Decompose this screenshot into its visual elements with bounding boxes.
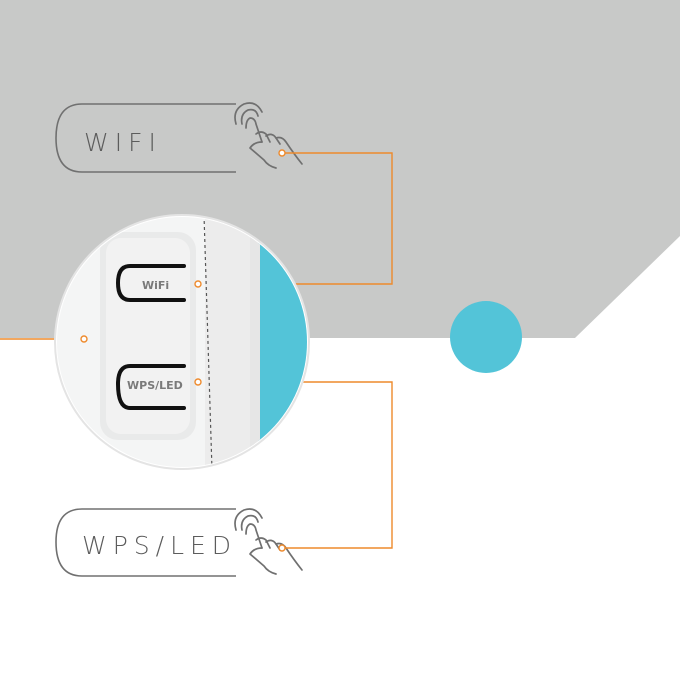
wps-button-label: WPS/LED: [127, 379, 183, 392]
tap-hand-icon: [235, 509, 302, 574]
wps-callout: WPS/LED: [56, 509, 237, 576]
wps-callout-label: WPS/LED: [82, 531, 237, 560]
wifi-button-label: WiFi: [142, 279, 169, 292]
blue-indicator-dot: [450, 301, 522, 373]
wifi-callout-label: WIFI: [84, 128, 162, 157]
